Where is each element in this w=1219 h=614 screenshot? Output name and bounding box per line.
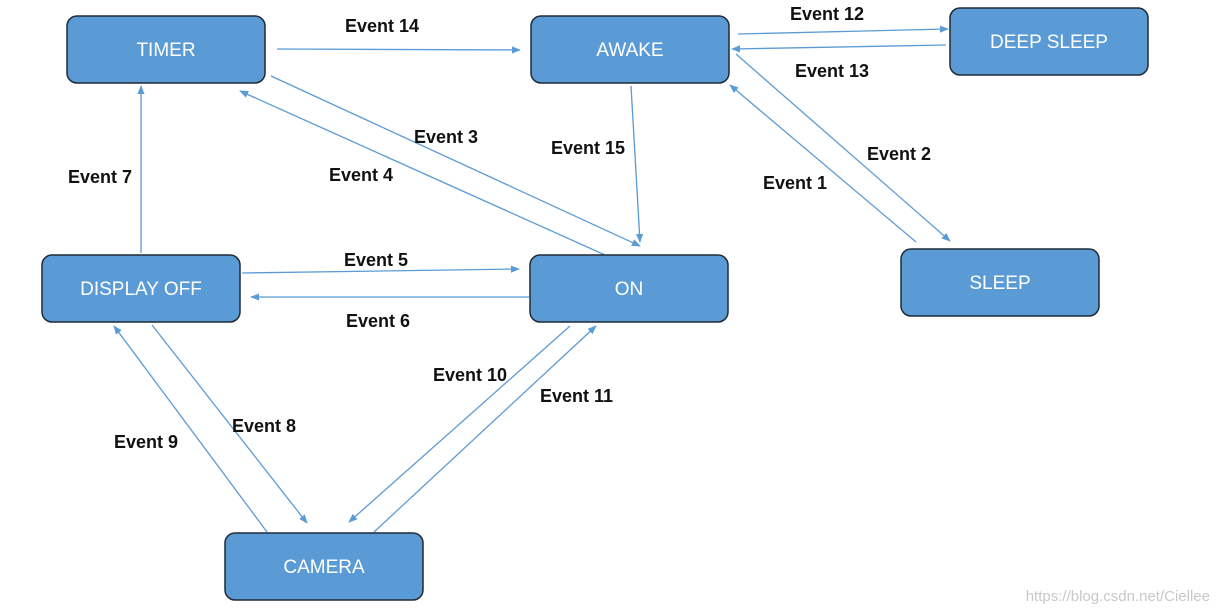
state-display-off[interactable]: DISPLAY OFF — [41, 254, 241, 323]
state-sleep[interactable]: SLEEP — [900, 248, 1100, 317]
label-event-6: Event 6 — [346, 311, 410, 331]
state-timer-label: TIMER — [136, 40, 195, 61]
label-event-13: Event 13 — [795, 61, 869, 81]
state-camera[interactable]: CAMERA — [224, 532, 424, 601]
label-event-4: Event 4 — [329, 165, 393, 185]
state-camera-box[interactable] — [224, 532, 424, 601]
state-deep-sleep-label: DEEP SLEEP — [990, 32, 1108, 53]
label-event-8: Event 8 — [232, 416, 296, 436]
label-event-3: Event 3 — [414, 127, 478, 147]
label-event-9: Event 9 — [114, 432, 178, 452]
label-event-10: Event 10 — [433, 365, 507, 385]
edge-event-9 — [113, 325, 268, 533]
label-event-7: Event 7 — [68, 167, 132, 187]
state-awake-box[interactable] — [530, 15, 730, 84]
label-event-5: Event 5 — [344, 250, 408, 270]
label-event-14: Event 14 — [345, 16, 419, 36]
state-on[interactable]: ON — [529, 254, 729, 323]
edge-event-8 — [151, 324, 308, 524]
edge-event-2 — [735, 53, 951, 242]
label-event-1: Event 1 — [763, 173, 827, 193]
label-event-15: Event 15 — [551, 138, 625, 158]
label-event-11: Event 11 — [540, 386, 613, 406]
state-awake-label: AWAKE — [596, 40, 663, 61]
state-display-off-box[interactable] — [41, 254, 241, 323]
edge-labels-layer: Event 14 Event 12 Event 13 Event 3 Event… — [68, 4, 931, 452]
edge-event-5 — [241, 265, 520, 274]
state-camera-label: CAMERA — [283, 557, 365, 578]
watermark-text: https://blog.csdn.net/Ciellee — [1026, 588, 1210, 605]
edge-event-12 — [737, 25, 949, 35]
state-deep-sleep[interactable]: DEEP SLEEP — [949, 7, 1149, 76]
edge-event-10 — [348, 325, 571, 523]
label-event-2: Event 2 — [867, 144, 931, 164]
edges-layer — [113, 25, 951, 533]
state-display-off-label: DISPLAY OFF — [80, 279, 202, 300]
edge-event-11 — [373, 325, 597, 533]
state-sleep-label: SLEEP — [969, 273, 1030, 294]
edge-event-3 — [270, 75, 641, 247]
state-on-box[interactable] — [529, 254, 729, 323]
state-sleep-box[interactable] — [900, 248, 1100, 317]
edge-event-1 — [729, 84, 917, 243]
state-timer-box[interactable] — [66, 15, 266, 84]
state-awake[interactable]: AWAKE — [530, 15, 730, 84]
state-timer[interactable]: TIMER — [66, 15, 266, 84]
label-event-12: Event 12 — [790, 4, 864, 24]
edge-event-13 — [731, 44, 947, 53]
edge-event-14 — [276, 46, 521, 54]
states-layer: TIMER AWAKE DEEP SLEEP DISPLAY OFF ON SL… — [41, 7, 1149, 601]
state-on-label: ON — [615, 279, 644, 300]
state-deep-sleep-box[interactable] — [949, 7, 1149, 76]
edge-event-15 — [630, 85, 644, 243]
edge-event-4 — [239, 90, 606, 256]
